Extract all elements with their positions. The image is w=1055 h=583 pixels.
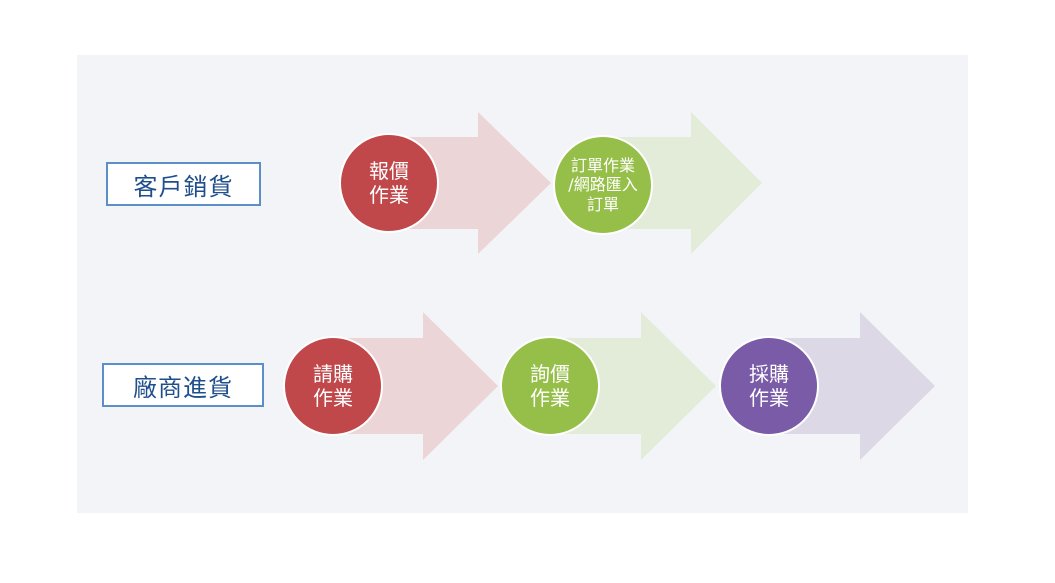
- step-purchase: 採購 作業: [719, 336, 819, 436]
- step-quote-label: 報價 作業: [369, 159, 409, 207]
- flow-arrow-quote: [385, 112, 551, 254]
- step-purchase-label: 採購 作業: [749, 362, 789, 410]
- row-label-customer-sales: 客戶銷貨: [106, 162, 261, 206]
- row-label-vendor-purchase: 廠商進貨: [102, 363, 264, 407]
- diagram-panel: [77, 55, 968, 513]
- flow-arrow-purchase: [767, 312, 935, 460]
- flow-arrow-inquiry: [548, 312, 716, 460]
- flow-arrow-requisition: [330, 312, 498, 460]
- step-inquiry: 詢價 作業: [500, 336, 600, 436]
- step-quote: 報價 作業: [339, 133, 439, 233]
- step-requisition: 請購 作業: [283, 336, 383, 436]
- step-inquiry-label: 詢價 作業: [530, 362, 570, 410]
- step-order: 訂單作業 /網路匯入 訂單: [553, 135, 653, 235]
- step-requisition-label: 請購 作業: [313, 362, 353, 410]
- step-order-label: 訂單作業 /網路匯入 訂單: [568, 156, 638, 214]
